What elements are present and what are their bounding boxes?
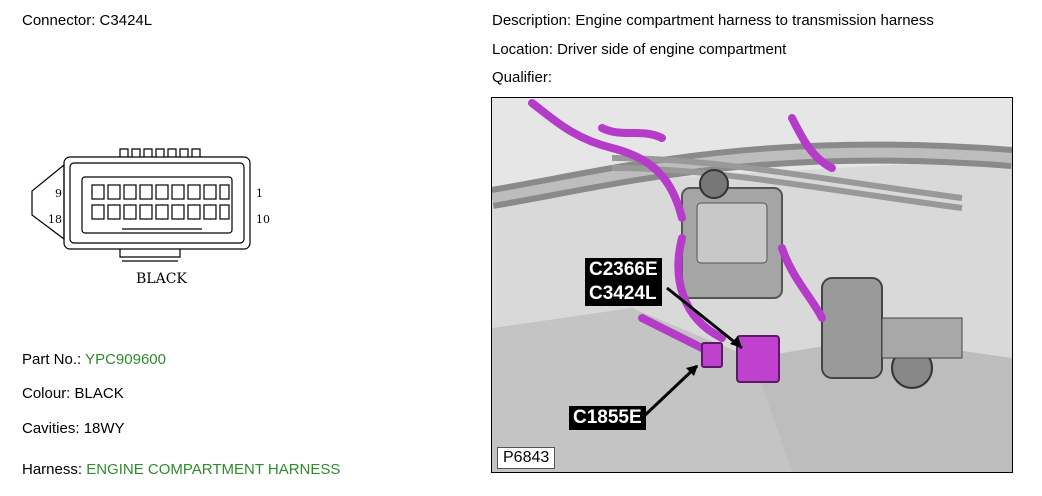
callout-c2366e: C2366E: [585, 258, 662, 282]
cavities-line: Cavities: 18WY: [22, 420, 125, 437]
cavities-value: 18WY: [83, 420, 125, 437]
pin-label-10: 10: [256, 213, 270, 226]
callout-c3424l: C3424L: [585, 282, 662, 306]
part-no-label: Part No.:: [22, 351, 82, 368]
connector-label: Connector:: [22, 12, 96, 29]
cavities-label: Cavities:: [22, 420, 80, 437]
connector-value: C3424L: [99, 12, 153, 29]
callout-c1855e: C1855E: [569, 406, 646, 430]
pin-label-9: 9: [55, 187, 62, 200]
location-value: Driver side of engine compartment: [557, 41, 787, 58]
connector-latch: [31, 163, 65, 241]
part-no-line: Part No.: YPC909600: [22, 351, 166, 368]
diagram-colour-caption: BLACK: [136, 271, 187, 287]
description-value: Engine compartment harness to transmissi…: [575, 12, 934, 29]
qualifier-label: Qualifier:: [492, 69, 553, 86]
pin-label-1: 1: [256, 187, 263, 200]
colour-label: Colour:: [22, 385, 71, 402]
connector-face-diagram: 9 18 1 10 BLACK: [31, 148, 270, 287]
colour-value: BLACK: [74, 385, 124, 402]
pin-label-18: 18: [48, 213, 62, 226]
harness-line: Harness: ENGINE COMPARTMENT HARNESS: [22, 461, 340, 478]
harness-label: Harness:: [22, 461, 83, 478]
connector-c1855e-photo: [701, 342, 723, 368]
image-id-label: P6843: [497, 447, 556, 469]
location-label: Location:: [492, 41, 553, 58]
harness-value[interactable]: ENGINE COMPARTMENT HARNESS: [86, 461, 341, 478]
callout-c2366e-c3424l: C2366E C3424L: [585, 258, 662, 306]
location-line: Location: Driver side of engine compartm…: [492, 41, 786, 58]
part-no-value[interactable]: YPC909600: [85, 351, 166, 368]
description-label: Description:: [492, 12, 572, 29]
connector-c3424l-photo: [736, 335, 780, 383]
location-photo: C2366E C3424L C1855E P6843: [491, 97, 1013, 473]
colour-line: Colour: BLACK: [22, 385, 124, 402]
description-line: Description: Engine compartment harness …: [492, 12, 934, 29]
qualifier-line: Qualifier:: [492, 69, 552, 86]
connector-body: [63, 156, 251, 250]
connector-line: Connector: C3424L: [22, 12, 152, 29]
